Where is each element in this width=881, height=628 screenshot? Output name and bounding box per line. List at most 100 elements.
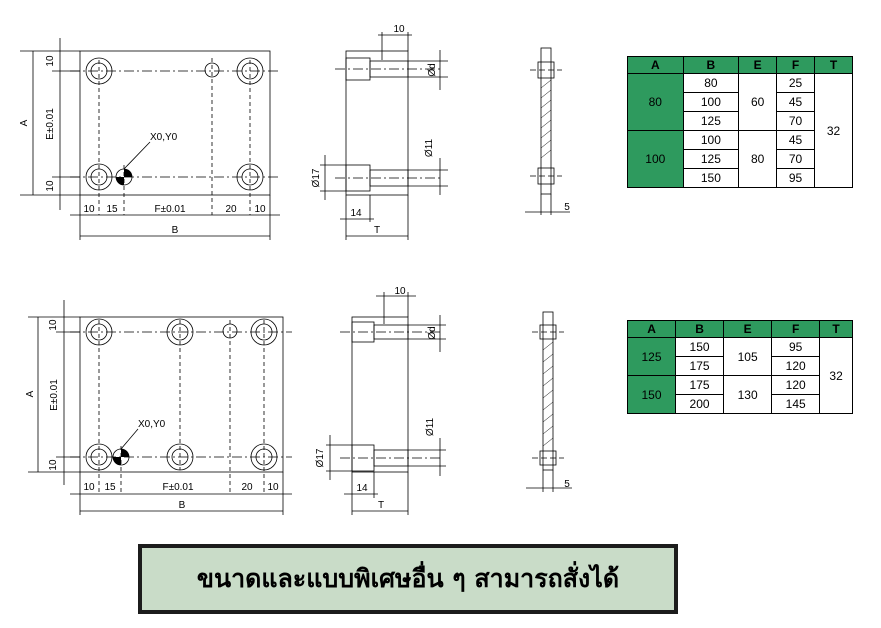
side-dim-10: 10	[394, 286, 406, 297]
table-header-row: A B E F T	[627, 56, 853, 74]
side-dim-11: Ø11	[424, 138, 435, 157]
banner-text: ขนาดและแบบพิเศษอื่น ๆ สามารถสั่งได้	[196, 564, 620, 593]
cell-t: 32	[814, 73, 853, 188]
cell-b: 150	[682, 168, 740, 188]
table-row: 80 80 60 25 32	[627, 73, 853, 188]
thin-dim-5: 5	[564, 202, 570, 213]
table-row: 150 175 130 120	[626, 375, 853, 414]
cell-e: 105	[723, 337, 773, 376]
cell-b: 175	[675, 356, 725, 376]
dim-10-left: 10	[83, 482, 95, 493]
table-header-row: A B E F T	[626, 320, 853, 338]
table-row: 175 120	[628, 356, 853, 376]
table-row: 125 70	[628, 149, 853, 169]
cell-a: 125	[626, 337, 677, 376]
header-b: B	[682, 56, 740, 74]
cell-f: 45	[776, 92, 816, 112]
cell-e: 60	[738, 73, 778, 131]
bottom-side-view	[326, 292, 446, 515]
dim-e: E±0.01	[45, 108, 56, 140]
side-dim-d: Ød	[427, 63, 438, 76]
table-row: 150 95	[628, 168, 853, 188]
table-row: 200 145	[628, 394, 853, 414]
spec-table-1: A B E F T 80 80 60 25 32 100 45 125 70 1…	[627, 56, 853, 188]
cell-a: 150	[626, 375, 677, 414]
cell-f: 45	[776, 130, 816, 150]
cell-b: 100	[682, 92, 740, 112]
side-dim-10: 10	[393, 24, 405, 35]
cell-f: 25	[776, 73, 816, 93]
dim-a: A	[25, 390, 36, 397]
side-dim-11: Ø11	[425, 417, 436, 436]
side-dim-t: T	[374, 225, 380, 236]
dim-10-top: 10	[48, 319, 59, 331]
dim-10-left: 10	[83, 204, 95, 215]
header-t: T	[819, 320, 853, 338]
custom-size-banner: ขนาดและแบบพิเศษอื่น ๆ สามารถสั่งได้	[138, 544, 678, 614]
cell-f: 120	[771, 356, 821, 376]
table-row: 125 70	[628, 111, 853, 131]
dim-15: 15	[104, 482, 116, 493]
cell-e: 130	[723, 375, 773, 414]
cell-b: 125	[682, 111, 740, 131]
header-e: E	[723, 320, 773, 338]
cell-f: 95	[776, 168, 816, 188]
cell-a: 80	[627, 73, 684, 131]
header-t: T	[814, 56, 853, 74]
dim-10-right: 10	[267, 482, 279, 493]
dim-f: F±0.01	[154, 204, 185, 215]
table-row: 100 100 80 45	[627, 130, 853, 188]
top-dimension-texts: 10 A E±0.01 10 X0,Y0 10 15 F±0.01 20 10 …	[19, 24, 570, 236]
thin-dim-5: 5	[564, 479, 570, 490]
dim-10-bottom: 10	[45, 180, 56, 192]
dim-a: A	[19, 119, 30, 126]
top-plate-front-view	[20, 38, 280, 240]
cell-a: 100	[627, 130, 684, 188]
dim-f: F±0.01	[162, 482, 193, 493]
origin-label: X0,Y0	[150, 132, 178, 143]
cell-b: 80	[682, 73, 740, 93]
dim-20: 20	[225, 204, 237, 215]
header-b: B	[675, 320, 725, 338]
cell-t: 32	[819, 337, 853, 414]
side-dim-17: Ø17	[311, 168, 322, 187]
side-dim-14: 14	[350, 208, 362, 219]
dim-20: 20	[241, 482, 253, 493]
header-f: F	[776, 56, 816, 74]
cell-f: 70	[776, 111, 816, 131]
cell-e: 80	[738, 130, 778, 188]
cell-f: 145	[771, 394, 821, 414]
header-a: A	[626, 320, 677, 338]
top-thin-plate-view	[525, 47, 570, 215]
side-dim-d: Ød	[427, 326, 438, 339]
table-row: 125 150 105 95 32	[626, 337, 853, 414]
cell-b: 175	[675, 375, 725, 395]
header-a: A	[627, 56, 684, 74]
cell-f: 70	[776, 149, 816, 169]
cell-b: 100	[682, 130, 740, 150]
cell-b: 200	[675, 394, 725, 414]
side-dim-17: Ø17	[315, 448, 326, 467]
header-e: E	[738, 56, 778, 74]
origin-label: X0,Y0	[138, 419, 166, 430]
cell-b: 150	[675, 337, 725, 357]
bottom-thin-plate-view	[526, 311, 572, 492]
top-side-view	[320, 32, 448, 240]
side-dim-t: T	[378, 500, 384, 511]
bottom-plate-front-view	[28, 300, 292, 515]
technical-drawing: 10 A E±0.01 10 X0,Y0 10 15 F±0.01 20 10 …	[19, 24, 572, 515]
dim-b: B	[179, 500, 186, 511]
dim-b: B	[172, 225, 179, 236]
dim-10-right: 10	[254, 204, 266, 215]
cell-f: 120	[771, 375, 821, 395]
dim-10-top: 10	[45, 55, 56, 67]
bottom-dimension-texts: 10 A E±0.01 10 X0,Y0 10 15 F±0.01 20 10 …	[25, 286, 570, 511]
cell-b: 125	[682, 149, 740, 169]
side-dim-14: 14	[356, 483, 368, 494]
cell-f: 95	[771, 337, 821, 357]
dim-e: E±0.01	[49, 379, 60, 411]
dim-10-bottom: 10	[48, 459, 59, 471]
header-f: F	[771, 320, 821, 338]
dim-15: 15	[106, 204, 118, 215]
spec-table-2: A B E F T 125 150 105 95 32 175 120 150 …	[626, 320, 853, 414]
